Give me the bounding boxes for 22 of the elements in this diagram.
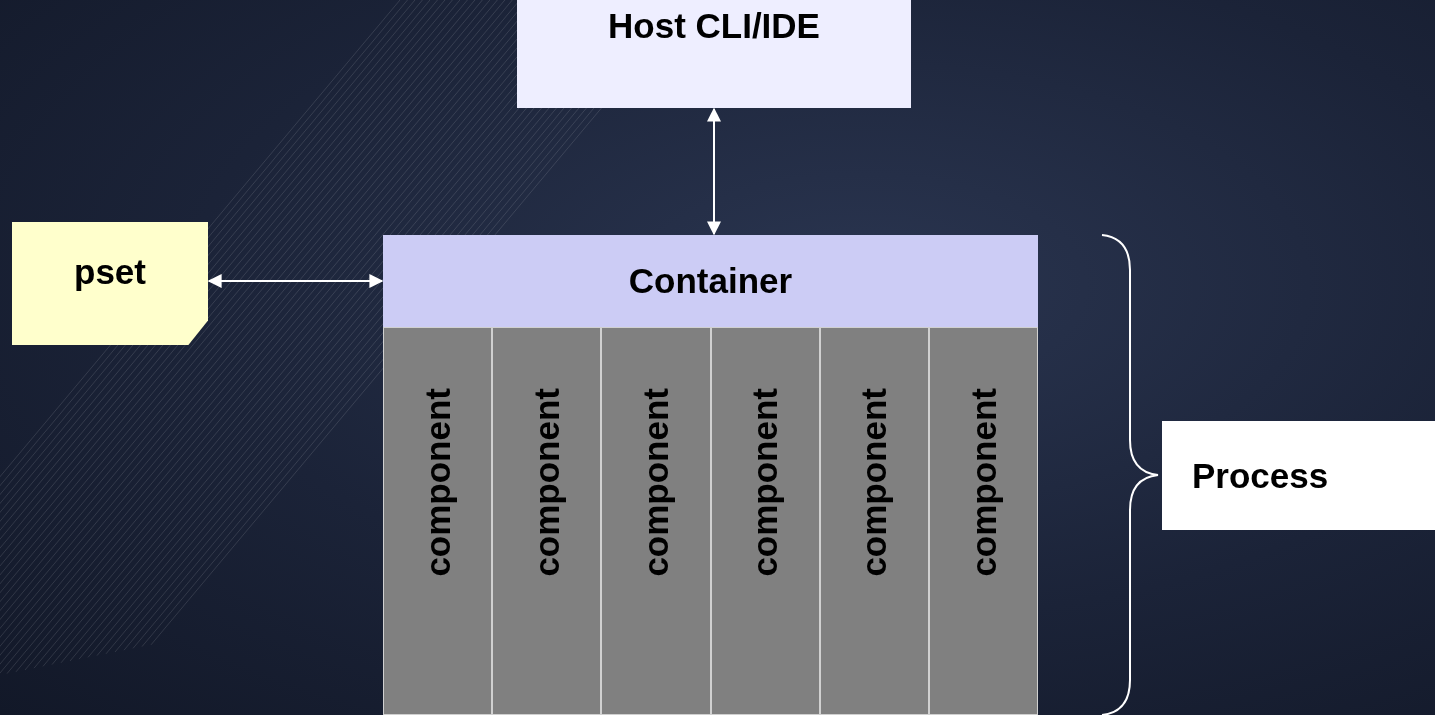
component-column [929,327,1039,715]
note-box [12,222,208,345]
component-column [383,327,493,715]
box-label: pset [74,252,146,292]
component-column [601,327,711,715]
arrow [207,274,384,288]
column-label: component [417,388,458,577]
column-label: component [963,388,1004,577]
component-column [710,327,820,715]
column-label: component [745,388,786,577]
column-label: component [526,388,567,577]
arrow [707,107,721,236]
component-column [492,327,602,715]
process-box [1162,421,1435,530]
box-label: Host CLI/IDE [608,6,820,46]
component-column [819,327,929,715]
column-label: component [636,388,676,577]
box-label: Container [628,261,793,301]
column-label: component [854,388,895,577]
container-header [383,235,1038,327]
host-box [517,0,911,108]
box-label: Process [1192,455,1329,496]
